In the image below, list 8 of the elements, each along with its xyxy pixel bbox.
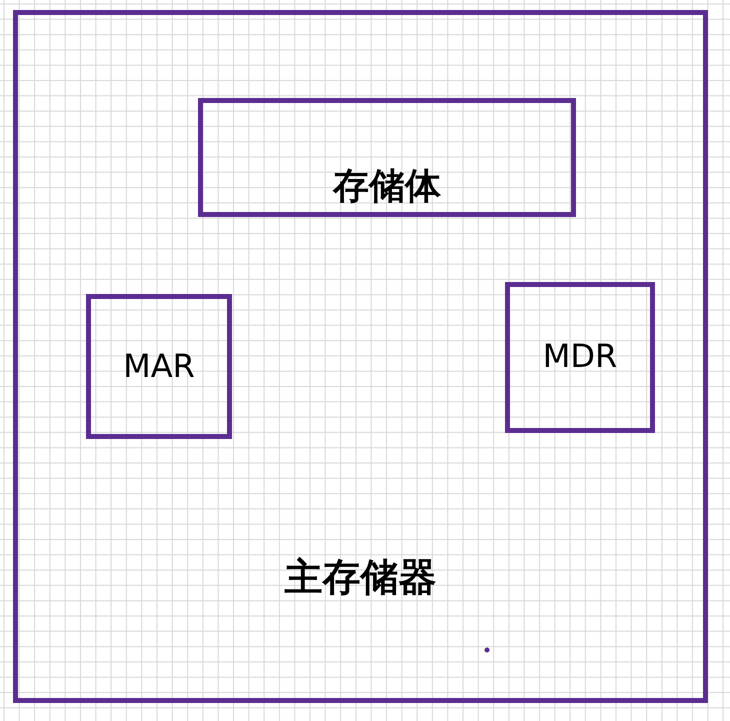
storage-box [198, 98, 576, 217]
box-label: MAR [123, 347, 195, 386]
register-box [505, 282, 655, 433]
register-box [86, 294, 232, 439]
memory-outer-box [13, 10, 708, 703]
box-label: 主存储器 [284, 555, 436, 601]
box-label: MDR [542, 337, 618, 376]
box-label: 存储体 [333, 165, 441, 208]
